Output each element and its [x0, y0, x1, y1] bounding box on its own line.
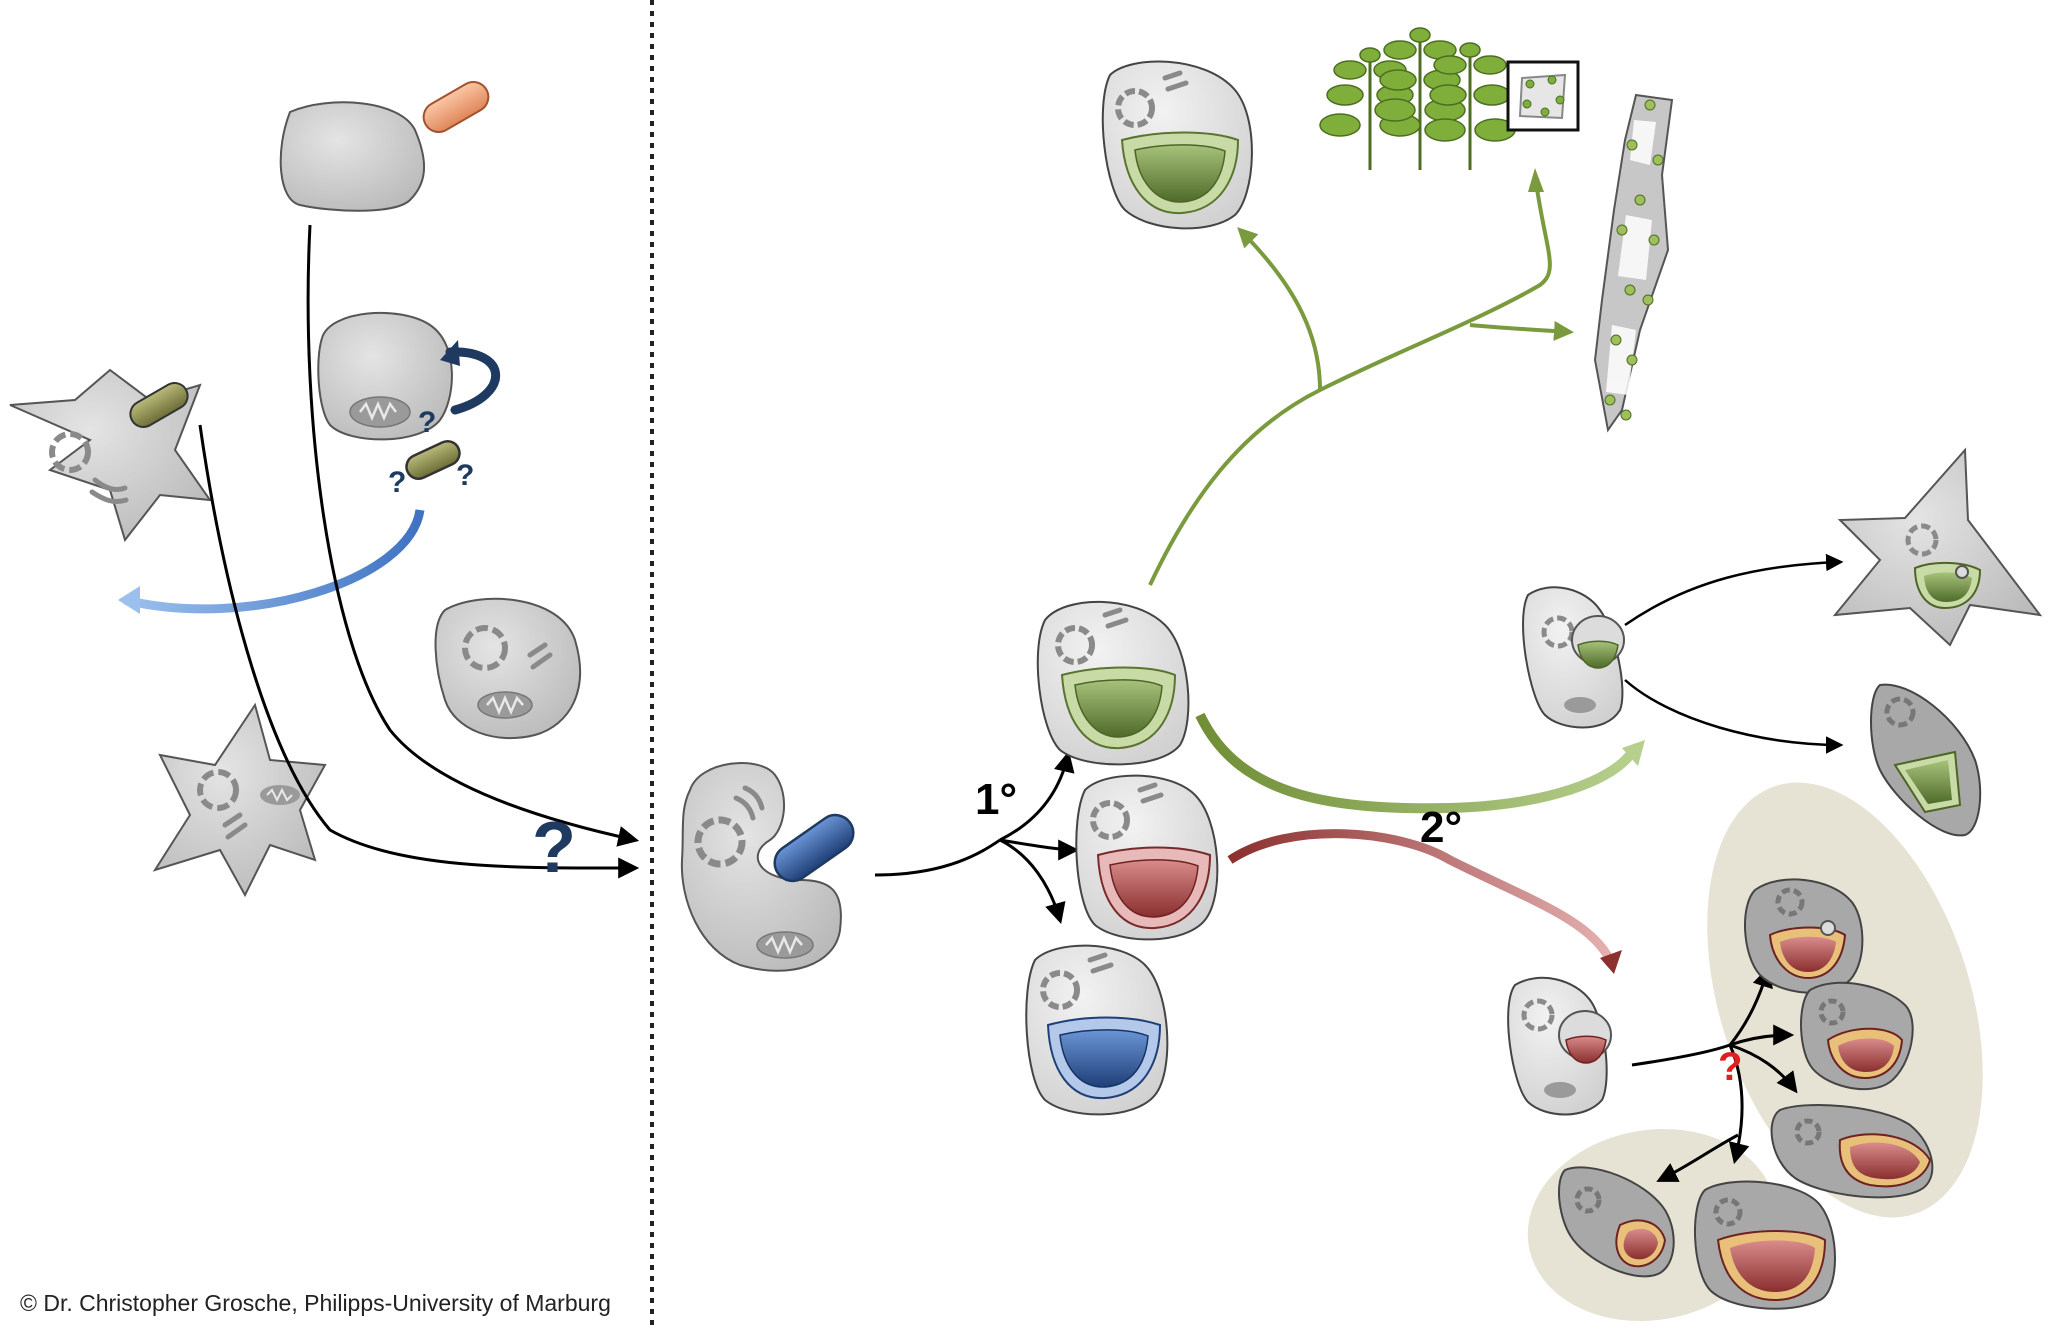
- red-secondary-branch: [1728, 1044, 1750, 1165]
- feedback-arrowhead: [440, 340, 460, 366]
- copyright-credit: © Dr. Christopher Grosche, Philipps-Univ…: [20, 1290, 611, 1316]
- nucleus-icon: [1090, 800, 1130, 840]
- mitochondrion-icon: [349, 396, 411, 428]
- cell-with-nucleus-and-mitochondrion: [434, 597, 581, 740]
- golgi-stack-icon: [1087, 952, 1114, 974]
- nucleus-icon: [1541, 615, 1575, 649]
- red-secondary-host: [1507, 976, 1612, 1116]
- nucleus-icon: [49, 431, 91, 473]
- golgi-stack-icon: [222, 812, 248, 840]
- secondary-green-star-cell: [1832, 447, 2043, 647]
- algal-filament-icon: [1593, 93, 1674, 433]
- secondary-green-oval-cell: [1870, 683, 1982, 837]
- green-secondary-branch: [1624, 553, 1844, 627]
- secondary-red-cell: [1800, 981, 1914, 1091]
- mitochondrion-icon: [756, 931, 814, 959]
- amoeboid-host-cell: [9, 368, 213, 543]
- green-alga-top: [1101, 60, 1253, 230]
- golgi-stack-icon: [1137, 782, 1164, 804]
- secondary-red-cell: [1558, 1166, 1675, 1278]
- mitochondrion-icon: [477, 691, 533, 719]
- golgi-stack-icon: [733, 785, 765, 821]
- green-primary-alga: [1036, 600, 1190, 766]
- question-mark: ?: [388, 466, 406, 499]
- cyanobacterium: [773, 813, 855, 883]
- origin-question-mark: ?: [532, 808, 576, 888]
- blue-primary-alga: [1025, 944, 1169, 1116]
- host-cell-with-orange-bacterium: [279, 81, 490, 212]
- lateral-transfer-arrow: [123, 509, 425, 614]
- right-panel: 1°: [680, 27, 2043, 1322]
- green-lineage-branch: [1148, 174, 1552, 586]
- feedback-arrow: [445, 347, 501, 415]
- primary-branch-arrow: [999, 750, 1075, 842]
- green-secondary-branch: [1624, 679, 1844, 754]
- nucleus-icon: [1055, 625, 1095, 665]
- red-primary-alga: [1075, 774, 1219, 941]
- convergence-arrow: [198, 424, 640, 879]
- nucleus-icon: [1115, 88, 1155, 128]
- secondary-red-cell: [1770, 1104, 1934, 1199]
- nucleus-icon: [694, 816, 746, 868]
- golgi-stack-icon: [527, 642, 553, 670]
- red-secondary-branch: [1656, 1133, 1739, 1182]
- red-secondary-arrow: [1227, 829, 1615, 963]
- convergence-arrow: [306, 224, 640, 847]
- green-lineage-branch: [1237, 227, 1322, 391]
- primary-branch-arrow: [999, 838, 1066, 925]
- red-secondary-branch: [1729, 1024, 1795, 1047]
- red-secondary-branch: [1729, 1043, 1798, 1094]
- golgi-stack-icon: [1162, 70, 1189, 92]
- left-panel: ? ? ?: [9, 81, 640, 898]
- primary-branch-trunk: [874, 838, 1001, 877]
- red-lineage-question-mark: ?: [1718, 1045, 1742, 1089]
- nucleus-icon: [462, 625, 508, 671]
- plant-icon: [1319, 27, 1580, 170]
- question-mark: ?: [456, 459, 474, 492]
- green-secondary-arrow: [1195, 712, 1634, 814]
- question-mark: ?: [418, 406, 436, 439]
- secondary-endosymbiosis-label: 2°: [1420, 803, 1462, 852]
- mitochondrion-icon: [260, 785, 300, 805]
- orange-bacterium: [422, 81, 490, 133]
- secondary-red-cell: [1744, 878, 1864, 994]
- nucleus-icon: [197, 769, 239, 811]
- olive-bacterium-in-cell: [405, 439, 461, 481]
- nucleus-icon: [1040, 970, 1080, 1010]
- green-secondary-arrowhead: [1622, 740, 1645, 766]
- golgi-stack-icon: [89, 477, 129, 505]
- red-secondary-trunk: [1631, 1043, 1731, 1067]
- green-lineage-arrowhead: [1528, 168, 1544, 192]
- cell-with-mitochondrion: ? ? ?: [317, 311, 501, 499]
- green-lineage-branch: [1469, 320, 1574, 341]
- primary-endosymbiosis-label: 1°: [975, 775, 1017, 824]
- secondary-red-cell: [1693, 1180, 1836, 1310]
- lateral-transfer-arrowhead: [118, 586, 140, 614]
- host-engulfing-cyanobacterium: [680, 762, 855, 972]
- red-secondary-arrowhead: [1600, 950, 1622, 974]
- golgi-stack-icon: [1102, 607, 1129, 629]
- olive-bacterium: [129, 382, 189, 428]
- primary-branch-arrow: [999, 838, 1080, 861]
- nucleus-icon: [1521, 998, 1555, 1032]
- star-shaped-cell: [152, 702, 327, 898]
- green-secondary-host: [1522, 586, 1625, 729]
